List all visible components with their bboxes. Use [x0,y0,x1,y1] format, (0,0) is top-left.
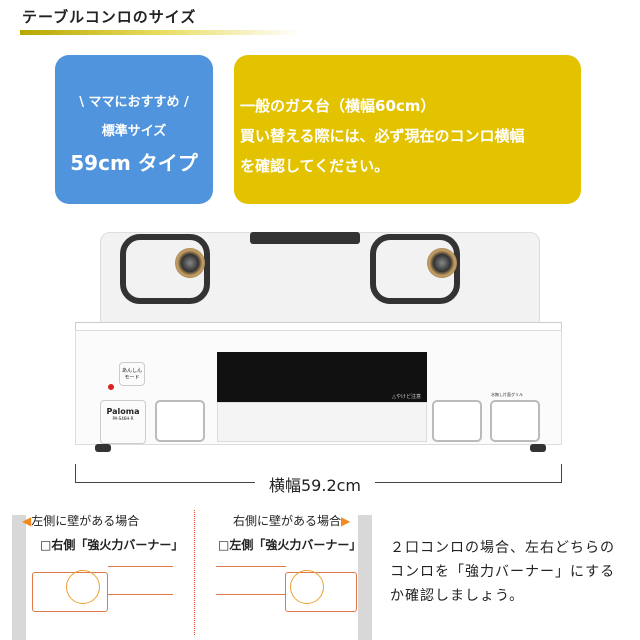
badge-subtitle: 標準サイズ [101,124,167,139]
left-case-heading: ◀左側に壁がある場合 [22,514,140,528]
info-line: 一般のガス台（横幅60cm） [240,97,436,115]
brand-logo: Paloma [106,407,140,416]
right-wall [358,515,372,640]
grill-knob[interactable] [490,400,540,442]
badge-size: 59cm タイプ [70,151,198,175]
highlight-circle [290,570,324,604]
note-line: コンロを「強力バーナー」にする [390,564,616,580]
right-trivet [370,234,460,304]
left-burner [175,248,205,278]
note-text: ２口コンロの場合、左右どちらの コンロを「強力バーナー」にする か確認しましょう… [390,536,615,608]
note-line: ２口コンロの場合、左右どちらの [390,540,615,556]
left-wall [12,515,26,640]
badge-tagline: \ ママにおすすめ / [79,95,189,110]
divider [194,510,195,635]
dimension-tick [75,464,76,482]
left-case-check: □右側「強火力バーナー」 [40,538,184,552]
left-burner-knob[interactable] [155,400,205,442]
info-line: 買い替える際には、必ず現在のコンロ横幅 [240,127,525,145]
title-underline [20,30,300,35]
counter-line [216,566,286,567]
right-case-heading: 右側に壁がある場合▶ [233,514,351,528]
right-case-check: □左側「強火力バーナー」 [218,538,362,552]
grill-door[interactable] [217,402,427,442]
dimension-tick [561,464,562,482]
info-line: を確認してください。 [240,157,390,175]
right-case-heading-text: 右側に壁がある場合 [233,514,342,528]
highlight-circle [66,570,100,604]
width-label: 横幅59.2cm [255,472,376,496]
mode-label: モード [124,375,140,381]
grill-warning: △やけど注意 [392,394,421,400]
anshin-label: あんしん [121,368,142,374]
note-line: か確認しましょう。 [390,588,525,604]
right-illustration-stove [285,572,357,612]
grill-label: 水無し片面グリル [491,392,523,397]
right-burner [427,248,457,278]
right-burner-knob[interactable] [432,400,482,442]
stove-foot [95,444,111,452]
size-badge: \ ママにおすすめ / 標準サイズ 59cm タイプ [55,55,213,204]
left-trivet [120,234,210,304]
grill-window: △やけど注意 [217,352,427,402]
counter-line [108,566,173,567]
indicator-light [108,384,114,390]
model-number: PA-S46H-R [112,416,134,421]
stove-top [100,232,540,332]
grill-vent [250,232,360,244]
page-title: テーブルコンロのサイズ [22,8,197,26]
stove-foot [530,444,546,452]
left-illustration-stove [32,572,108,612]
left-case-heading-text: 左側に壁がある場合 [31,514,140,528]
info-box: 一般のガス台（横幅60cm） 買い替える際には、必ず現在のコンロ横幅 を確認して… [234,55,581,204]
stove-image: △やけど注意 あんしんモード Paloma PA-S46H-R 水無し片面グリル [75,222,562,452]
anshin-mode-button[interactable]: あんしんモード [119,362,145,386]
battery-box[interactable]: Paloma PA-S46H-R [100,400,146,444]
